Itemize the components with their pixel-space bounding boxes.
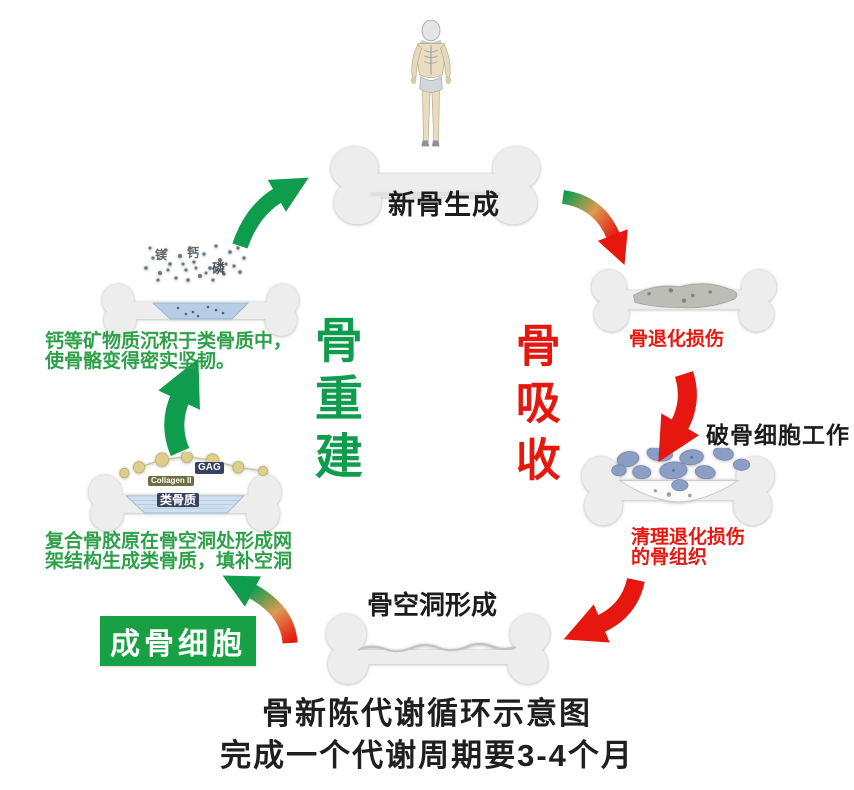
erosion-line bbox=[357, 643, 517, 653]
gag-label: GAG bbox=[195, 462, 224, 474]
phase-label-remodeling: 骨重建 bbox=[306, 315, 360, 489]
bone-degeneration-icon bbox=[591, 269, 777, 332]
arrow-remodel-to-newbone bbox=[232, 177, 309, 249]
osteoid-description: 复合骨胶原在骨空洞处形成网 架结构生成类骨质，填补空洞 bbox=[45, 531, 293, 573]
arrow-clearing-to-cavity bbox=[563, 577, 645, 643]
gag-molecules bbox=[119, 452, 269, 479]
mineral-label-calcium: 钙 bbox=[187, 246, 200, 260]
osteoid-label: 类骨质 bbox=[157, 493, 200, 507]
mineral-label-phosphorus: 磷 bbox=[212, 261, 226, 276]
mineral-deposit-area bbox=[151, 302, 249, 320]
stage-label-degeneration: 骨退化损伤 bbox=[629, 329, 725, 350]
bone-cavity-icon bbox=[326, 614, 550, 684]
collagen-label: Collagen II bbox=[148, 476, 195, 486]
mineral-text-line1: 钙等矿物质沉积于类骨质中， bbox=[45, 331, 293, 352]
osteoblast-label-box: 成骨细胞 bbox=[100, 616, 256, 666]
cavity-debris bbox=[653, 489, 692, 498]
mineral-label-magnesium: 镁 bbox=[155, 248, 168, 262]
bone-new-icon bbox=[330, 146, 541, 225]
caption-title: 骨新陈代谢循环示意图 bbox=[262, 696, 592, 731]
arrow-osteoid-to-mineralization bbox=[158, 358, 200, 456]
stage-label-cavity: 骨空洞形成 bbox=[367, 590, 498, 620]
bone-mineralization-icon bbox=[102, 244, 299, 336]
bone-shape bbox=[330, 146, 541, 225]
stage-label-osteoclast-working: 破骨细胞工作 bbox=[706, 422, 850, 448]
bone-osteoclast-icon bbox=[581, 448, 775, 526]
arrow-cavity-to-osteoblast bbox=[222, 575, 298, 644]
clearing-line1: 清理退化损伤 bbox=[631, 527, 746, 548]
clearing-line2: 的骨组织 bbox=[631, 547, 708, 569]
stage-label-new-bone: 新骨生成 bbox=[388, 190, 500, 220]
arrow-newbone-to-degeneration bbox=[561, 190, 628, 266]
bone-shade bbox=[370, 191, 501, 197]
phase-label-resorption: 骨吸收 bbox=[508, 322, 560, 493]
bone-shape bbox=[326, 614, 550, 684]
damage-patch bbox=[632, 283, 738, 309]
mineral-text-line2: 使骨骼变得密实坚韧。 bbox=[45, 351, 236, 373]
mineralization-description: 钙等矿物质沉积于类骨质中， 使骨骼变得密实坚韧。 bbox=[45, 331, 293, 373]
osteoid-text-line1: 复合骨胶原在骨空洞处形成网 bbox=[45, 531, 293, 552]
mineral-particles bbox=[144, 244, 246, 282]
caption-subtitle: 完成一个代谢周期要3-4个月 bbox=[220, 738, 634, 773]
resorption-cavity bbox=[617, 480, 740, 503]
stage-label-clearing: 清理退化损伤 的骨组织 bbox=[631, 527, 746, 569]
human-figure-icon bbox=[410, 20, 452, 147]
osteoid-text-line2: 架结构生成类骨质，填补空洞 bbox=[45, 551, 293, 573]
arrow-degeneration-to-osteoclast bbox=[658, 371, 700, 463]
